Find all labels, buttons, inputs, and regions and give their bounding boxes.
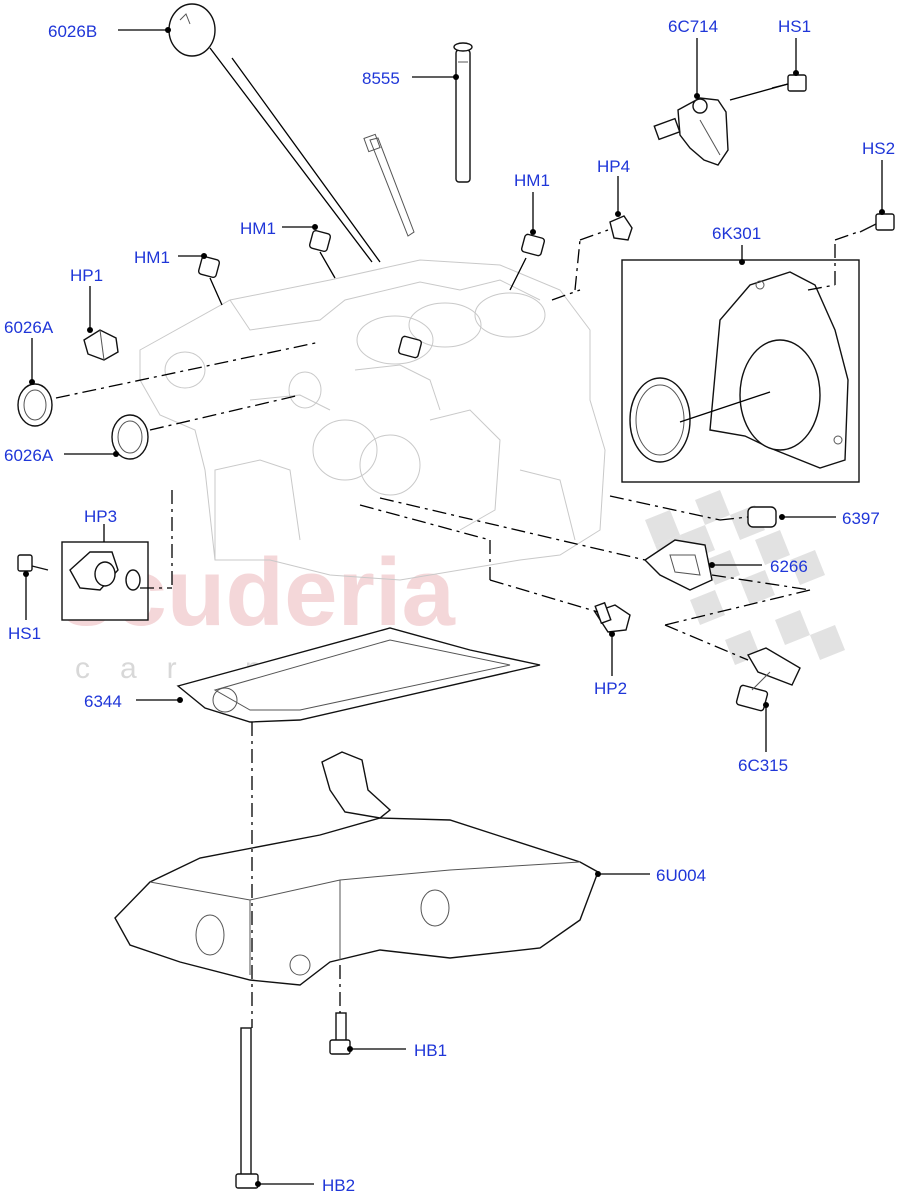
bolt-hs2: [859, 213, 895, 233]
callout-hs1-left: HS1: [8, 624, 41, 643]
plug-6397: [747, 506, 777, 528]
callout-hs2: HS2: [862, 139, 895, 158]
callout-hp1: HP1: [70, 266, 103, 285]
dowel-hm1-right: [520, 233, 546, 257]
callout-hp3: HP3: [84, 507, 117, 526]
bracket-6266: [643, 539, 713, 591]
callout-hp4: HP4: [597, 157, 630, 176]
gasket-6344: [176, 627, 541, 723]
bolt-hb1: [329, 1012, 351, 1055]
callout-labels: 6026B 8555 6C714 HS1 HS2 HM1 HP4 HM1 HM1…: [4, 17, 895, 1195]
plug-hp4: [609, 215, 633, 241]
leader-6026b-long: [209, 47, 381, 263]
callout-6397: 6397: [842, 509, 880, 528]
callout-6266: 6266: [770, 557, 808, 576]
callout-6026a-top: 6026A: [4, 318, 54, 337]
callout-hm1-mid: HM1: [240, 219, 276, 238]
rear-seal-carrier-6k301: [621, 259, 860, 483]
callout-6026b: 6026B: [48, 22, 97, 41]
dowel-hm1-left: [197, 255, 221, 279]
cap-6026b: [168, 3, 216, 57]
sensor-6c714: [653, 97, 729, 166]
callout-6026a-bottom: 6026A: [4, 446, 54, 465]
bolt-hb2: [235, 1027, 259, 1189]
plug-hp1: [83, 329, 119, 361]
dipstick-tube: [363, 133, 415, 237]
callout-6c315: 6C315: [738, 756, 788, 775]
sump-6u004: [114, 751, 599, 986]
bolt-hs1-top: [771, 74, 807, 92]
plug-assembly-hp3: [61, 541, 149, 621]
callout-6u004: 6U004: [656, 866, 706, 885]
leaders: [23, 27, 885, 1187]
plug-hp2: [593, 601, 631, 633]
callout-hp2: HP2: [594, 679, 627, 698]
callout-hb2: HB2: [322, 1176, 355, 1195]
alignment-lines: [55, 229, 859, 1028]
callout-hb1: HB1: [414, 1041, 447, 1060]
callout-hm1-right: HM1: [514, 171, 550, 190]
seal-6026a-top: [17, 383, 53, 427]
bolt-hs1-left: [17, 554, 49, 572]
callout-6k301: 6K301: [712, 224, 761, 243]
sensor-6c315: [735, 647, 801, 712]
callout-6344: 6344: [84, 692, 122, 711]
callout-hs1-top: HS1: [778, 17, 811, 36]
engine-block: [139, 259, 606, 581]
callout-6c714: 6C714: [668, 17, 718, 36]
dowel-block-center: [397, 335, 423, 359]
tube-8555: [453, 42, 473, 183]
dowel-hm1-mid: [308, 229, 332, 253]
callout-8555: 8555: [362, 69, 400, 88]
callout-hm1-left: HM1: [134, 248, 170, 267]
seal-6026a-bottom: [111, 414, 149, 460]
